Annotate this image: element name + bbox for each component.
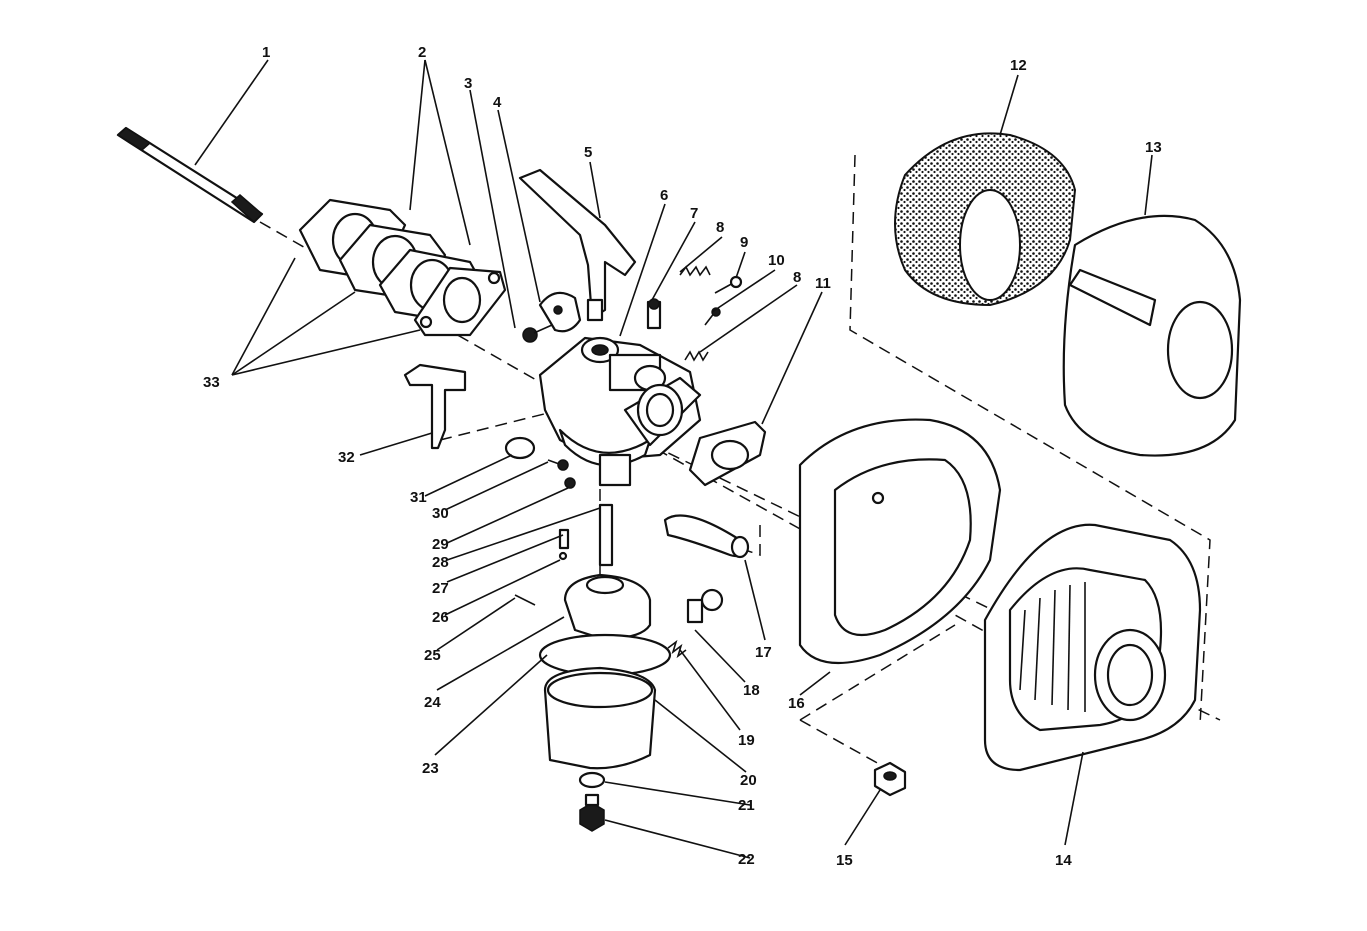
part-13-cover <box>1062 214 1242 457</box>
label-part-10: 10 <box>768 252 785 269</box>
part-31-choke-plate <box>504 436 536 460</box>
label-part-8-upper: 8 <box>716 219 724 236</box>
label-part-13: 13 <box>1145 139 1162 156</box>
part-16-base <box>798 418 1002 665</box>
label-part-25: 25 <box>424 647 441 664</box>
part-19-spring <box>667 639 687 659</box>
label-part-2: 2 <box>418 44 426 61</box>
part-22-bowl-nut <box>579 793 605 832</box>
part-labels: 1 2 3 4 5 6 7 8 9 10 8 11 12 13 14 15 16… <box>203 44 1162 869</box>
label-part-31: 31 <box>410 489 427 506</box>
label-part-11: 11 <box>815 275 831 292</box>
label-part-19: 19 <box>738 732 755 749</box>
part-2-gaskets <box>298 198 507 337</box>
part-6-carburetor-body <box>538 336 702 487</box>
label-part-29: 29 <box>432 536 449 553</box>
label-part-27: 27 <box>432 580 449 597</box>
label-part-18: 18 <box>743 682 760 699</box>
part-7-jet <box>646 298 662 330</box>
label-part-21: 21 <box>738 797 755 814</box>
part-27-needle <box>558 528 570 550</box>
label-part-6: 6 <box>660 187 668 204</box>
label-part-4: 4 <box>493 94 502 111</box>
label-part-8-lower: 8 <box>793 269 801 286</box>
label-part-7: 7 <box>690 205 698 222</box>
label-part-3: 3 <box>464 75 472 92</box>
label-part-17: 17 <box>755 644 772 661</box>
part-15-nut <box>873 761 907 797</box>
part-9-screw <box>714 275 743 294</box>
part-21-washer <box>578 771 606 789</box>
part-29-jet <box>564 477 576 489</box>
label-part-28: 28 <box>432 554 449 571</box>
label-part-26: 26 <box>432 609 449 626</box>
part-25-pin <box>514 594 536 606</box>
label-part-23: 23 <box>422 760 439 777</box>
part-32-choke-shaft <box>403 363 467 450</box>
label-part-33: 33 <box>203 374 220 391</box>
label-part-32: 32 <box>338 449 355 466</box>
part-10-screw <box>704 307 721 326</box>
part-11-gasket <box>688 420 767 487</box>
part-5-throttle-shaft <box>518 168 637 322</box>
label-part-12: 12 <box>1010 57 1027 74</box>
label-part-16: 16 <box>788 695 805 712</box>
label-part-20: 20 <box>740 772 757 789</box>
label-part-22: 22 <box>738 851 755 868</box>
part-17-hose <box>663 514 750 559</box>
part-18-screw <box>686 588 724 624</box>
part-3-screw <box>522 324 553 343</box>
part-1-stud <box>116 126 264 224</box>
part-8-spring-lower <box>684 350 709 362</box>
part-20-float-bowl <box>543 666 657 770</box>
label-part-14: 14 <box>1055 852 1072 869</box>
label-part-1: 1 <box>262 44 270 61</box>
part-30-screw <box>547 459 569 471</box>
label-part-9: 9 <box>740 234 748 251</box>
label-part-15: 15 <box>836 852 853 869</box>
part-28-main-jet-tube <box>598 503 614 567</box>
part-14-paper-filter <box>983 523 1202 772</box>
part-24-float <box>563 573 652 640</box>
part-26-clip <box>558 551 568 561</box>
label-part-5: 5 <box>584 144 592 161</box>
part-4-throttle-plate <box>538 291 582 333</box>
label-part-30: 30 <box>432 505 449 522</box>
leader-lines <box>194 59 1153 859</box>
label-part-24: 24 <box>424 694 441 711</box>
part-12-foam-precleaner <box>894 132 1077 307</box>
